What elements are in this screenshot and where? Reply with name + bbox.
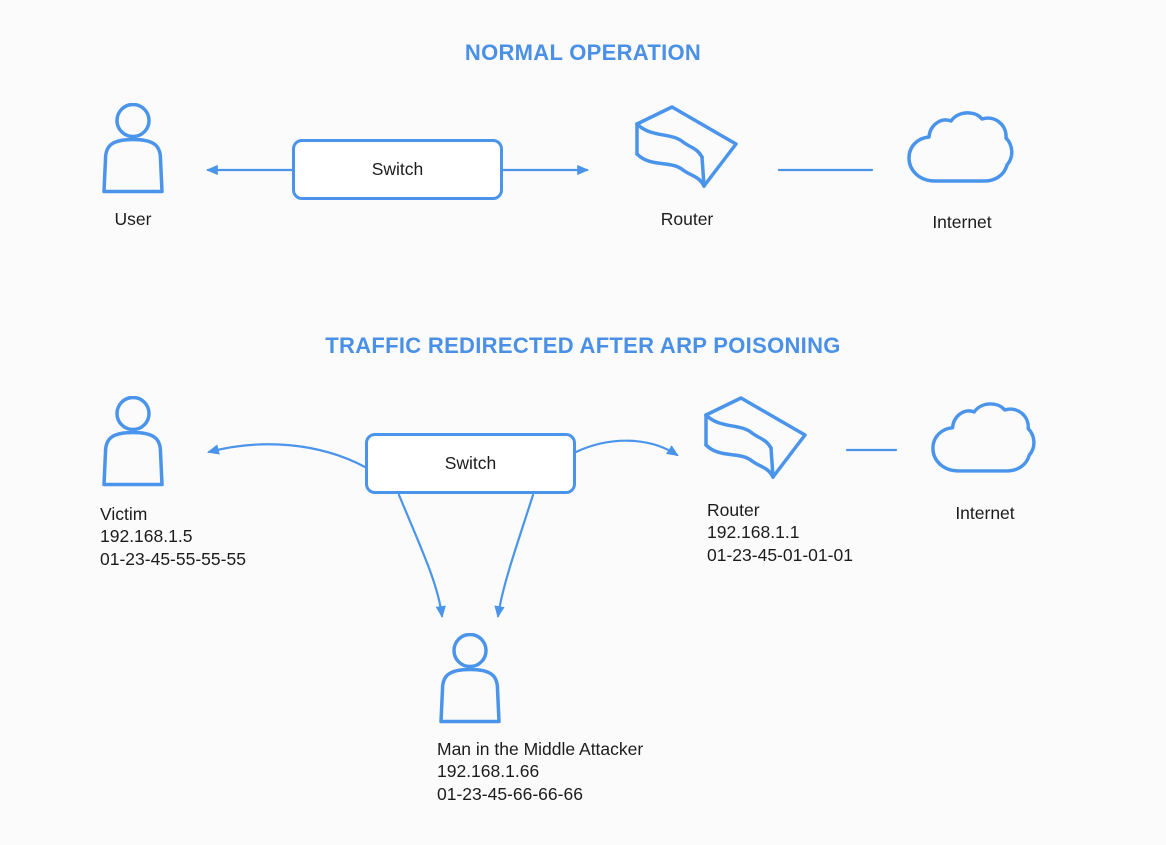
router-label: Router [660, 209, 714, 229]
person-icon [439, 633, 501, 724]
attacker-mac: 01-23-45-66-66-66 [437, 783, 583, 804]
arrow-switch2-to-victim [207, 443, 367, 469]
router-mac: 01-23-45-01-01-01 [707, 544, 853, 565]
attacker-label: Man in the Middle Attacker [437, 739, 644, 759]
router-icon [704, 396, 807, 479]
arrow-switch2-to-attacker-left [397, 493, 446, 619]
switch-node-normal: Switch [292, 139, 503, 200]
user-label: User [114, 209, 152, 229]
cloud-icon [931, 402, 1036, 473]
victim-mac: 01-23-45-55-55-55 [100, 548, 246, 569]
internet2-label: Internet [955, 503, 1015, 523]
victim-label: Victim [100, 504, 148, 524]
section-title-normal: NORMAL OPERATION [464, 40, 702, 65]
switch-label: Switch [444, 453, 497, 473]
attacker-ip: 192.168.1.66 [437, 761, 540, 782]
victim-label-block: Victim 192.168.1.5 01-23-45-55-55-55 [100, 503, 246, 570]
switch-label: Switch [371, 159, 424, 179]
attacker-label-block: Man in the Middle Attacker 192.168.1.66 … [437, 738, 643, 805]
router-ip: 192.168.1.1 [707, 522, 800, 543]
router2-label-block: Router 192.168.1.1 01-23-45-01-01-01 [707, 499, 853, 566]
switch-node-poisoned: Switch [365, 433, 576, 494]
arrow-switch2-to-router [574, 439, 679, 457]
internet-label: Internet [932, 212, 992, 232]
router-label: Router [707, 500, 760, 520]
victim-ip: 192.168.1.5 [100, 526, 193, 547]
arrow-switch2-to-attacker-right [494, 493, 535, 619]
cloud-icon [907, 111, 1014, 183]
router-icon [635, 105, 738, 188]
person-icon [102, 396, 164, 487]
person-icon [102, 103, 164, 194]
section-title-poisoned: TRAFFIC REDIRECTED AFTER ARP POISONING [325, 333, 841, 358]
